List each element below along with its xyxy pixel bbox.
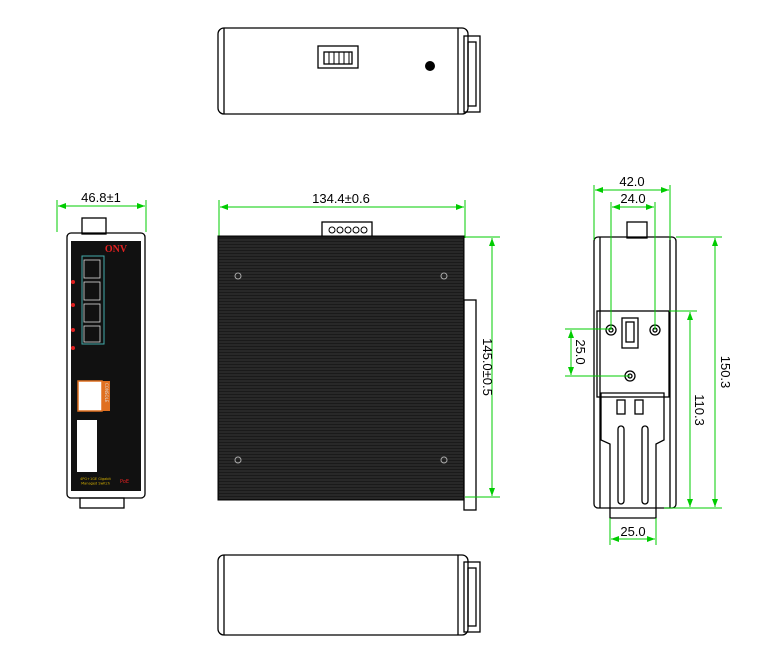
dim-hole-spacing: 24.0 (620, 191, 645, 206)
dim-front-width: 46.8±1 (81, 190, 121, 205)
front-view: 46.8±1 ONV CONSOLE 4PG+1GE Gigabit Manag… (56, 190, 147, 509)
dim-side-length: 134.4±0.6 (312, 191, 370, 206)
bottom-view (217, 554, 481, 636)
poe-label: PoE (120, 479, 129, 485)
product-label: 4PG+1GE Gigabit Managed Switch (80, 477, 111, 486)
dim-hole-vertical: 25.0 (573, 339, 588, 364)
brand-logo: ONV (105, 244, 128, 255)
side-view: 134.4±0.6 145.0±0.5 (217, 191, 500, 511)
dim-clip-width: 25.0 (620, 524, 645, 539)
led-hole-icon (425, 61, 435, 71)
dim-side-height: 145.0±0.5 (480, 338, 495, 396)
console-label: CONSOLE (104, 383, 109, 403)
dim-clip-height: 110.3 (692, 394, 707, 426)
dim-rear-width: 42.0 (619, 174, 644, 189)
dim-total-height: 150.3 (718, 356, 733, 389)
rear-view: 42.0 24.0 25.0 150.3 110.3 25.0 (565, 174, 733, 545)
top-view (217, 27, 481, 115)
